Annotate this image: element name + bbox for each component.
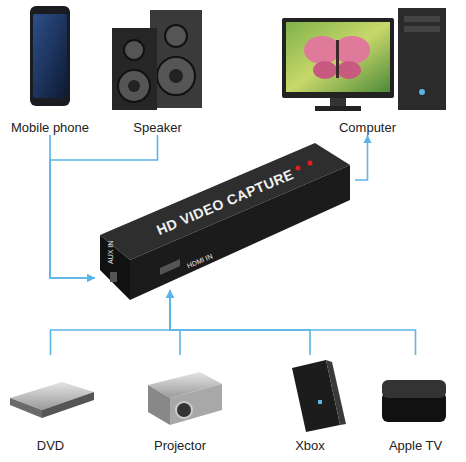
connector — [170, 290, 416, 355]
arrow-head — [166, 290, 174, 298]
arrow-head — [364, 135, 372, 143]
connector — [51, 290, 171, 355]
arrow-head — [166, 290, 174, 298]
device-label: Computer — [339, 120, 396, 135]
device-node: Speaker — [110, 3, 205, 135]
connector — [50, 135, 95, 278]
device-label: DVD — [37, 438, 64, 453]
device-label: Xbox — [295, 438, 325, 453]
device-label: Mobile phone — [11, 120, 89, 135]
connector — [50, 135, 158, 278]
computer-picture — [282, 8, 446, 111]
apple-tv-picture — [382, 380, 446, 422]
capture-device: HD VIDEO CAPTURE — [95, 140, 355, 290]
connector — [170, 290, 310, 355]
device-title: HD VIDEO CAPTURE — [154, 166, 296, 238]
arrow-head — [87, 274, 95, 282]
capture-device-picture — [100, 143, 350, 300]
arrow-head — [87, 274, 95, 282]
device-label: Speaker — [133, 120, 181, 135]
arrow-head — [166, 290, 174, 298]
device-node: Apple TV — [368, 355, 463, 453]
device-node: Xbox — [265, 355, 355, 453]
device-label: Apple TV — [389, 438, 442, 453]
connector — [170, 290, 180, 355]
device-label: Projector — [154, 438, 206, 453]
arrow-head — [166, 290, 174, 298]
port-label: AUX IN — [107, 241, 115, 264]
phone-picture — [30, 6, 70, 106]
projector-picture — [148, 372, 222, 425]
device-node: DVD — [3, 355, 98, 453]
device-node: Mobile phone — [5, 3, 95, 135]
speaker-picture — [112, 10, 202, 110]
device-node: Projector — [130, 355, 230, 453]
device-node: Computer — [280, 3, 455, 135]
dvd-picture — [10, 382, 94, 418]
console-picture — [292, 360, 346, 432]
